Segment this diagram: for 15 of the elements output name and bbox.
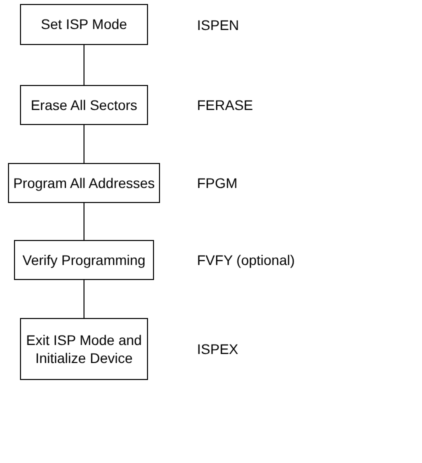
command-label: FPGM bbox=[197, 175, 238, 191]
step-text: Program All Addresses bbox=[13, 174, 155, 192]
step-text: Verify Programming bbox=[22, 250, 146, 270]
process-box bbox=[20, 4, 148, 45]
process-box bbox=[20, 318, 148, 380]
command-label: FERASE bbox=[197, 97, 254, 113]
command-label: ISPEN bbox=[197, 16, 240, 32]
command-label: FVFY (optional) bbox=[197, 252, 295, 268]
process-box bbox=[14, 240, 154, 280]
process-box bbox=[8, 163, 160, 203]
step-text: Exit ISP Mode and Initialize Device bbox=[25, 330, 143, 368]
process-box bbox=[20, 85, 148, 125]
command-label: ISPEX bbox=[197, 341, 238, 357]
step-text: Set ISP Mode bbox=[40, 15, 128, 34]
step-text: Erase All Sectors bbox=[30, 96, 138, 114]
